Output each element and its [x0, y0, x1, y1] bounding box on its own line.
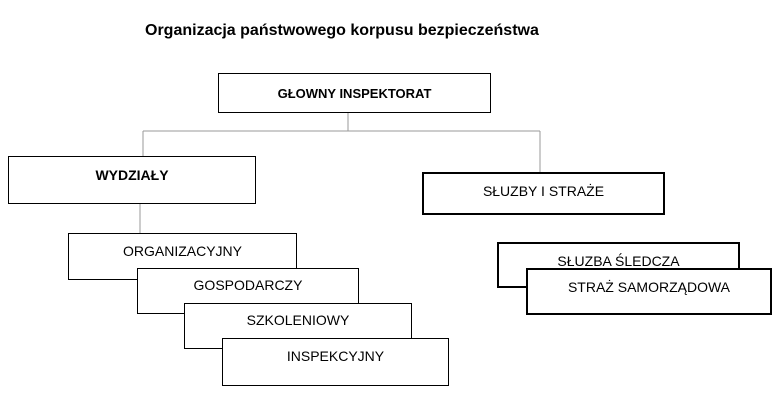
node-inspekcyjny: INSPEKCYJNY — [222, 338, 449, 386]
node-label: SZKOLENIOWY — [246, 312, 350, 328]
node-label: ORGANIZACYJNY — [122, 243, 242, 259]
node-wydzialy: WYDZIAŁY — [8, 156, 256, 204]
node-sluzby-i-straze: SŁUZBY I STRAŻE — [422, 172, 665, 215]
node-label: GOSPODARCZY — [193, 277, 303, 293]
node-label: GŁOWNY INSPEKTORAT — [277, 85, 432, 101]
node-straz-samorzadowa: STRAŻ SAMORZĄDOWA — [526, 268, 772, 315]
node-label: SŁUZBY I STRAŻE — [482, 183, 605, 199]
node-label: INSPEKCYJNY — [286, 348, 385, 364]
node-label: SŁUZBA ŚLEDCZA — [557, 253, 680, 269]
node-label: WYDZIAŁY — [95, 167, 169, 183]
node-glowny-inspektorat: GŁOWNY INSPEKTORAT — [218, 73, 491, 113]
diagram-title: Organizacja państwowego korpusu bezpiecz… — [145, 22, 539, 39]
node-label: STRAŻ SAMORZĄDOWA — [567, 279, 731, 295]
